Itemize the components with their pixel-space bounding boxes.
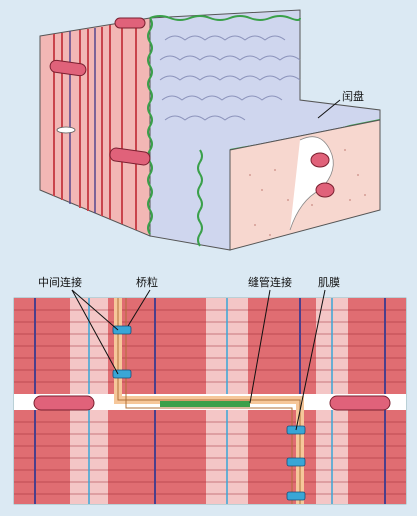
- label-leaders: [71, 289, 326, 431]
- block-striations: [53, 21, 137, 230]
- label-gap-junction: 缝管连接: [248, 276, 292, 289]
- top-3d-block: [39, 9, 381, 251]
- bottom-section: [13, 297, 407, 505]
- disc-folds: [159, 35, 301, 121]
- label-intermediate-junction: 中间连接: [38, 276, 82, 289]
- label-sarcolemma: 肌膜: [318, 276, 340, 289]
- mitochondrion-section: [315, 182, 335, 198]
- desmosome-markers: [112, 325, 306, 501]
- label-intercalated-disc: 闰盘: [342, 90, 364, 103]
- mitochondrion: [49, 59, 87, 77]
- mitochondrion-section: [310, 152, 330, 168]
- mitochondrion: [109, 147, 151, 166]
- mitochondrion: [114, 17, 146, 29]
- gap-junction: [160, 401, 250, 407]
- mitochondrion-flat: [33, 395, 95, 411]
- disc-edge-line: [147, 17, 153, 235]
- mitochondrion-flat: [329, 395, 391, 411]
- leader-intercalated-disc: [317, 99, 341, 119]
- label-desmosome: 桥粒: [136, 276, 158, 289]
